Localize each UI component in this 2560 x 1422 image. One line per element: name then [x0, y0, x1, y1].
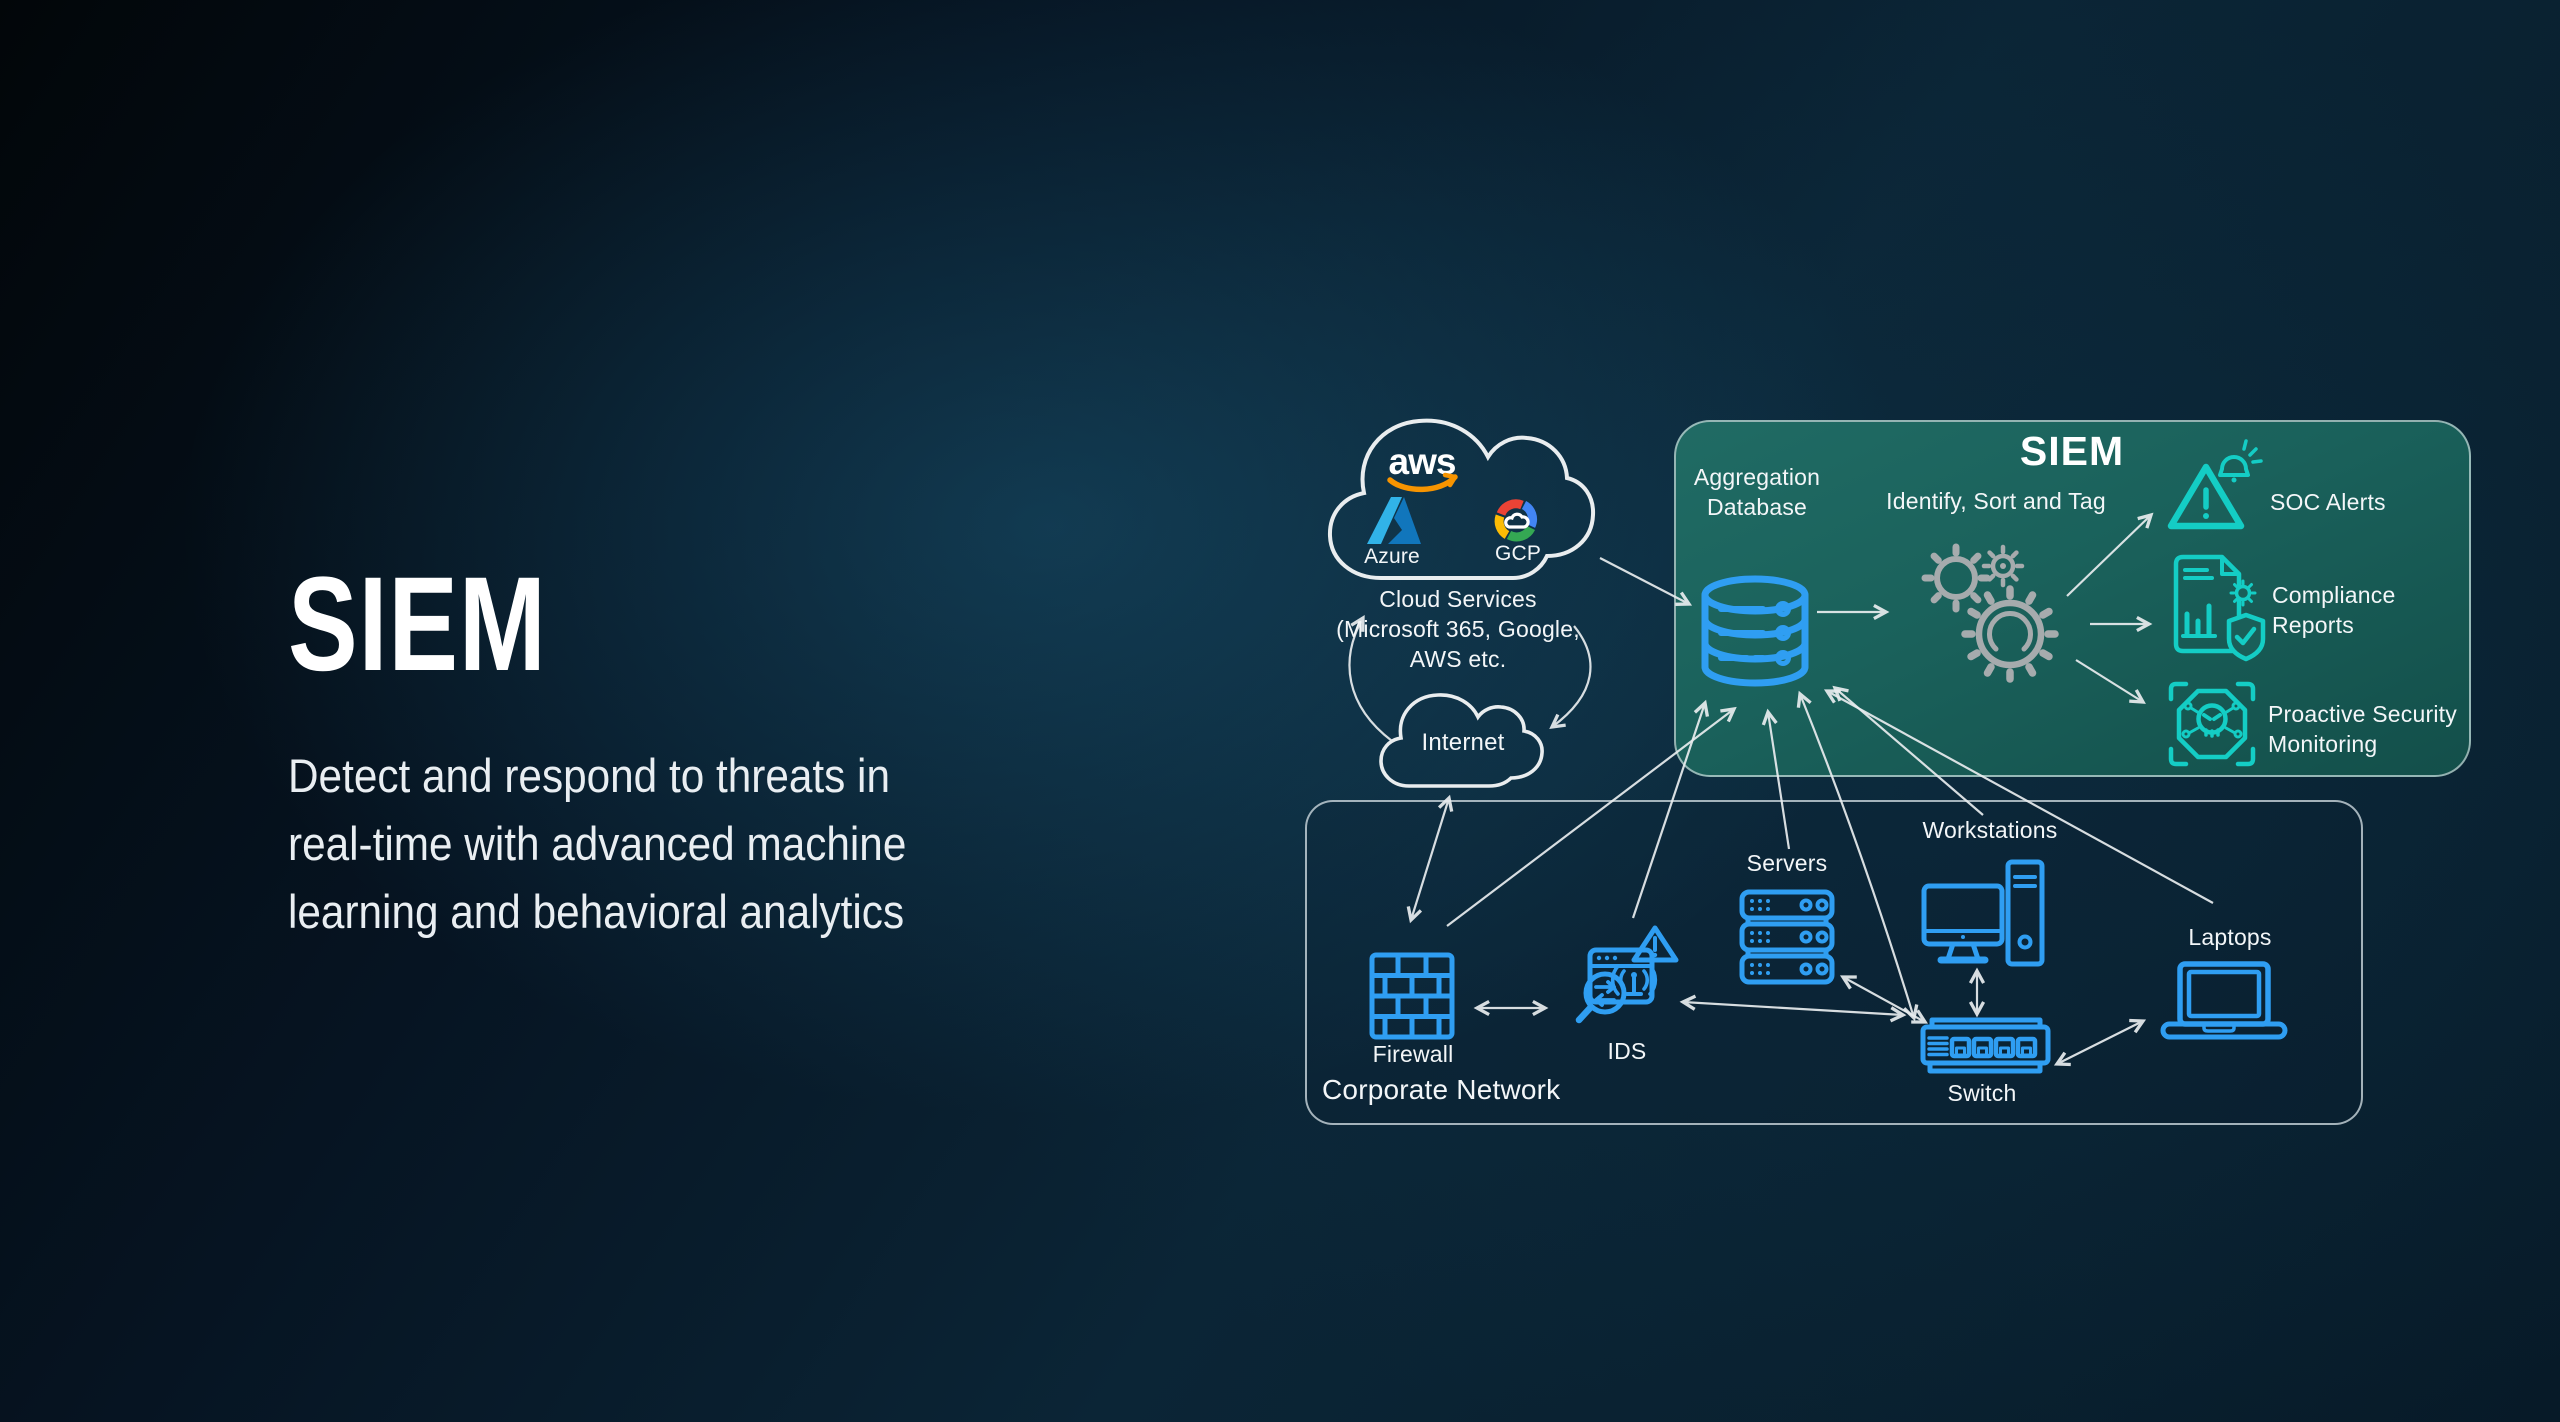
soc-alerts-label: SOC Alerts — [2270, 489, 2386, 515]
gcp-label: GCP — [1494, 542, 1542, 565]
page-title: SIEM — [288, 550, 547, 699]
laptops-label: Laptops — [2188, 924, 2272, 950]
aggregation-label-line: Aggregation — [1693, 464, 1821, 490]
cloud-caption-line: Cloud Services — [1379, 586, 1537, 612]
subtitle-line: learning and behavioral analytics — [288, 885, 905, 938]
workstations-label: Workstations — [1922, 817, 2058, 843]
corporate-network-label: Corporate Network — [1322, 1074, 1561, 1105]
cloud-caption-line: AWS etc. — [1409, 646, 1507, 672]
compliance-label-line: Reports — [2272, 612, 2354, 638]
subtitle-line: real-time with advanced machine — [288, 817, 907, 870]
compliance-label-line: Compliance — [2272, 582, 2396, 608]
ids-label: IDS — [1607, 1038, 1647, 1064]
aggregation-label-line: Database — [1706, 494, 1808, 520]
subtitle-line: Detect and respond to threats in — [288, 749, 890, 802]
compliance-reports-label: Compliance Reports — [2272, 580, 2395, 640]
page-subtitle: Detect and respond to threats in real-ti… — [288, 742, 906, 946]
proactive-label-line: Proactive Security — [2268, 701, 2457, 727]
proactive-monitoring-label: Proactive Security Monitoring — [2268, 699, 2457, 759]
aws-logo-icon: aws — [1387, 441, 1458, 493]
internet-label: Internet — [1421, 729, 1505, 756]
aws-logo-text: aws — [1389, 441, 1456, 482]
siem-panel-title: SIEM — [2019, 428, 2125, 474]
cloud-services-caption: Cloud Services (Microsoft 365, Google, A… — [1336, 584, 1580, 674]
firewall-label: Firewall — [1372, 1041, 1454, 1067]
azure-logo-icon — [1367, 497, 1421, 544]
identify-sort-tag-label: Identify, Sort and Tag — [1886, 488, 2106, 514]
cloud-caption-line: (Microsoft 365, Google, — [1336, 616, 1580, 642]
azure-label: Azure — [1364, 545, 1420, 568]
proactive-label-line: Monitoring — [2268, 731, 2378, 757]
servers-label: Servers — [1746, 850, 1828, 876]
gcp-logo-icon — [1494, 499, 1538, 542]
aggregation-database-label: Aggregation Database — [1694, 462, 1820, 522]
switch-label: Switch — [1947, 1080, 2017, 1106]
